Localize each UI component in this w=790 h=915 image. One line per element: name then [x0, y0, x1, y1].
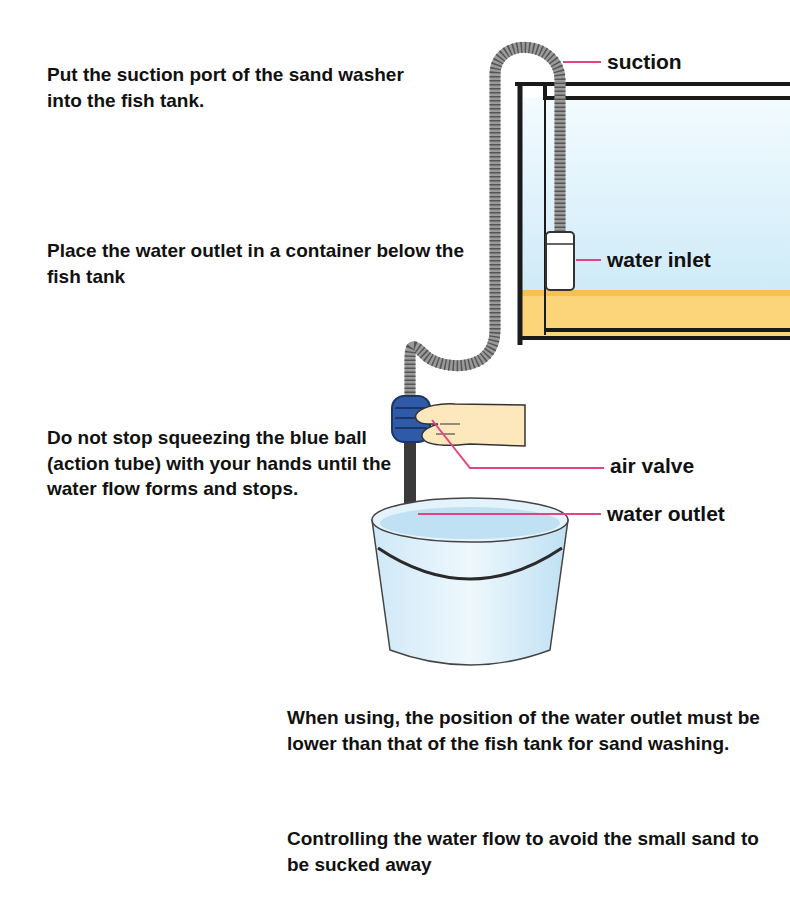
note-text: Controlling the water flow to avoid the … — [287, 826, 782, 877]
water-inlet-tube — [546, 232, 574, 290]
bucket — [372, 498, 568, 665]
hand — [416, 404, 525, 446]
part-label: air valve — [610, 452, 770, 480]
part-label: suction — [607, 48, 767, 76]
hose — [410, 47, 560, 398]
instruction-text: Do not stop squeezing the blue ball (act… — [47, 425, 392, 502]
instruction-text: Put the suction port of the sand washer … — [47, 62, 417, 113]
note-text: When using, the position of the water ou… — [287, 705, 782, 756]
part-label: water outlet — [607, 500, 782, 528]
leader-lines — [418, 62, 604, 514]
instruction-text: Place the water outlet in a container be… — [47, 238, 477, 289]
part-label: water inlet — [607, 246, 777, 274]
